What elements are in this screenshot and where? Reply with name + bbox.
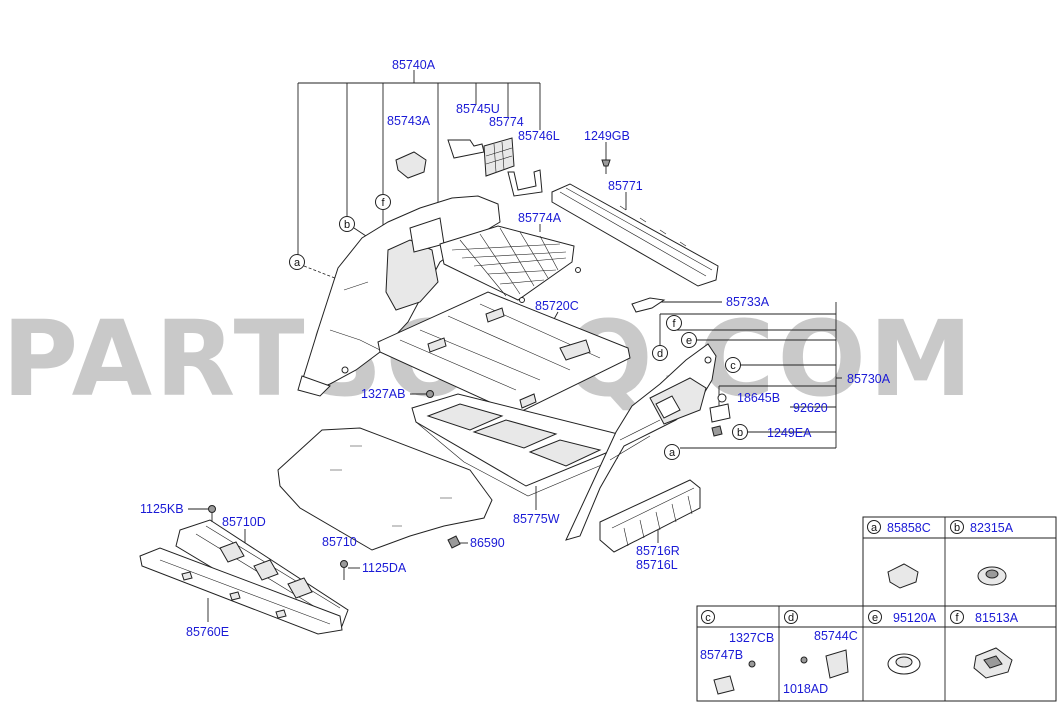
svg-text:f: f: [381, 197, 385, 209]
svg-text:a: a: [669, 447, 676, 459]
svg-text:a: a: [294, 257, 301, 269]
svg-text:f: f: [672, 318, 676, 330]
part-labels: 85740A 85743A 85745U 85774 85746L 1249GB…: [140, 58, 891, 639]
part-85720C: [377, 291, 631, 415]
legend-f-part: 81513A: [975, 611, 1019, 625]
legend-c-top: 1327CB: [729, 631, 774, 645]
label-92620: 92620: [793, 401, 828, 415]
part-1327AB: [426, 390, 434, 398]
part-1125DA: [340, 560, 348, 580]
right-trim-panel: [565, 297, 717, 541]
legend-a-icon: [887, 563, 919, 589]
svg-text:f: f: [955, 612, 959, 624]
part-85774: [483, 137, 515, 177]
part-85760E: [139, 547, 343, 635]
label-85746L: 85746L: [518, 129, 560, 143]
label-85774A: 85774A: [518, 211, 562, 225]
part-92620: [709, 403, 731, 423]
legend-c-bottom: 85747B: [700, 648, 743, 662]
legend-b-part: 82315A: [970, 521, 1014, 535]
label-85720C: 85720C: [535, 299, 579, 313]
label-1125KB: 1125KB: [140, 502, 184, 516]
label-85771: 85771: [608, 179, 643, 193]
legend-e-part: 95120A: [893, 611, 937, 625]
svg-text:b: b: [737, 427, 743, 439]
part-85774A: [439, 225, 581, 303]
label-85745U: 85745U: [456, 102, 500, 116]
part-85746L: [507, 169, 543, 197]
label-85774: 85774: [489, 115, 524, 129]
label-1125DA: 1125DA: [362, 561, 407, 575]
svg-text:e: e: [872, 612, 878, 624]
legend-d-top: 85744C: [814, 629, 858, 643]
legend-d-icon: [825, 649, 849, 679]
label-1327AB: 1327AB: [361, 387, 405, 401]
label-85710D: 85710D: [222, 515, 266, 529]
label-1249GB: 1249GB: [584, 129, 630, 143]
svg-text:c: c: [730, 360, 736, 372]
part-85710: [277, 427, 493, 551]
svg-text:e: e: [686, 335, 692, 347]
svg-text:a: a: [871, 522, 878, 534]
part-1249GB: [601, 159, 611, 174]
label-85760E: 85760E: [186, 625, 229, 639]
svg-text:c: c: [705, 612, 711, 624]
part-85743A: [395, 151, 427, 179]
label-85730A: 85730A: [847, 372, 891, 386]
part-85745U: [447, 139, 485, 159]
part-1249EA: [711, 425, 723, 437]
legend-d-bottom: 1018AD: [783, 682, 828, 696]
legend-table: a 85858C b 82315A c 1327CB 85747B d 8574…: [696, 516, 1057, 702]
label-85710: 85710: [322, 535, 357, 549]
part-85771: [551, 183, 719, 287]
label-85740A: 85740A: [392, 58, 436, 72]
label-1249EA: 1249EA: [767, 426, 812, 440]
label-85775W: 85775W: [513, 512, 560, 526]
svg-text:b: b: [344, 219, 350, 231]
svg-text:b: b: [954, 522, 960, 534]
label-85716R: 85716R: [636, 544, 680, 558]
label-85716L: 85716L: [636, 558, 678, 572]
label-85743A: 85743A: [387, 114, 431, 128]
svg-text:d: d: [657, 348, 663, 360]
label-85733A: 85733A: [726, 295, 770, 309]
part-85716: [599, 479, 701, 553]
legend-a-part: 85858C: [887, 521, 931, 535]
part-86590: [447, 535, 461, 549]
label-18645B: 18645B: [737, 391, 780, 405]
label-86590: 86590: [470, 536, 505, 550]
part-1125KB: [208, 505, 216, 522]
svg-text:d: d: [788, 612, 794, 624]
part-18645B: [717, 393, 727, 403]
callouts: a b f f e d c b a: [289, 194, 748, 460]
legend-c-icon: [713, 675, 735, 695]
